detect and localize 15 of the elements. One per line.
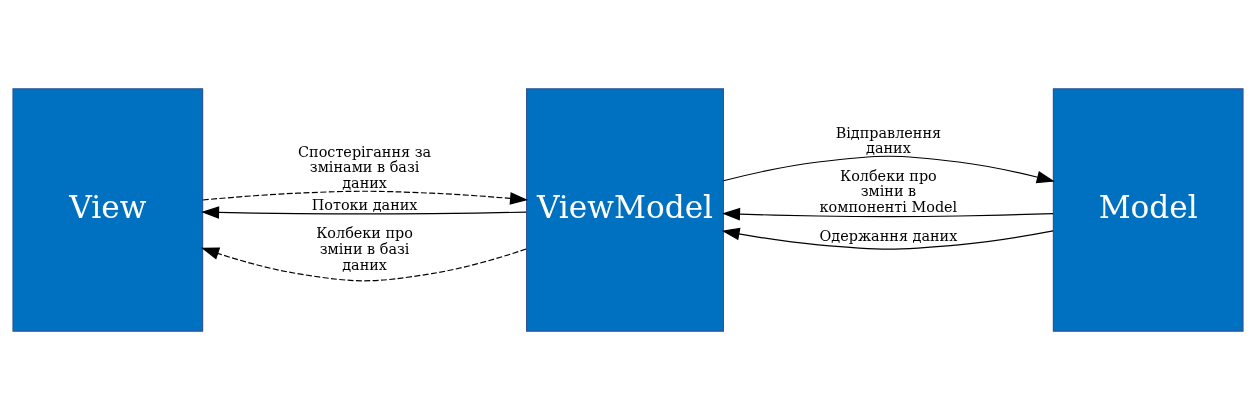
edge-label: Спостерігання за змінами в базі даних xyxy=(298,143,432,191)
edge-label: Потоки даних xyxy=(311,196,418,213)
node-box: Model xyxy=(1052,87,1244,332)
node-box: ViewModel xyxy=(526,87,724,332)
arrow xyxy=(722,207,1054,220)
arrow xyxy=(201,205,527,219)
edge-label: Одержання даних xyxy=(819,227,958,244)
arrow xyxy=(201,247,527,281)
edge-label: Колбеки про зміни в базі даних xyxy=(316,224,413,273)
arrow xyxy=(722,155,1055,183)
node-box: View xyxy=(12,87,204,332)
edge-label: Відправлення даних xyxy=(835,124,942,156)
arrow xyxy=(202,190,529,205)
arrow xyxy=(721,227,1054,250)
edge-label: Колбеки про зміни в компоненті Model xyxy=(819,167,958,215)
